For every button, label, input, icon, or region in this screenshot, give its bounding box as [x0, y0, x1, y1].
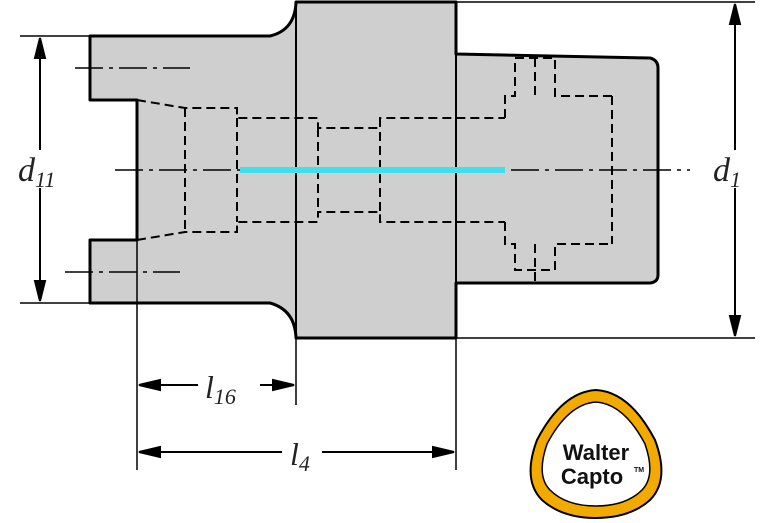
d11-label-bg: [15, 150, 77, 188]
l4-label-bg: [282, 436, 322, 472]
logo-trademark: TM: [634, 467, 644, 474]
logo-text-capto: Capto: [561, 464, 623, 489]
d11-label: d11: [18, 152, 55, 192]
extension-lines: [20, 1, 755, 470]
l16-label: l16: [205, 369, 236, 409]
l4-label: l4: [290, 436, 310, 476]
d1-label-bg: [705, 150, 767, 188]
l16-label-bg: [198, 370, 260, 406]
d1-label: d1: [713, 152, 741, 192]
logo-text-walter: Walter: [563, 440, 630, 465]
walter-capto-logo: Walter Capto TM: [529, 388, 663, 520]
